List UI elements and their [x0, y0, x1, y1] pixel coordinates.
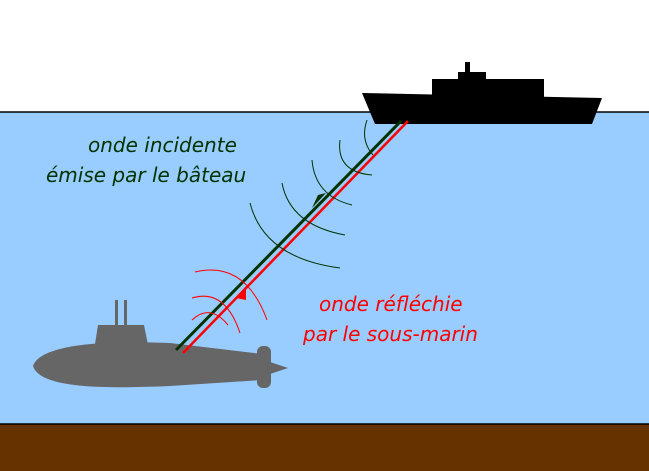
reflected-wave-label-line1: onde réfléchie	[319, 292, 463, 316]
reflected-ray	[182, 120, 409, 354]
ship	[362, 62, 602, 124]
seabed	[0, 424, 649, 471]
reflected-wavefront	[191, 312, 229, 326]
submarine-periscope-1	[115, 300, 118, 326]
submarine-rudder	[257, 346, 271, 388]
submarine-hull	[33, 342, 262, 388]
incident-direction-arrow	[312, 193, 326, 208]
submarine	[33, 300, 288, 388]
reflected-direction-arrow	[236, 286, 246, 300]
reflected-wavefronts	[191, 269, 268, 334]
incident-wavefront	[311, 159, 353, 206]
ship-bridge	[458, 72, 486, 82]
ship-mast	[465, 62, 470, 80]
incident-wavefronts	[249, 119, 374, 269]
incident-wave-label-line1: onde incidente	[88, 133, 237, 157]
ship-hull	[362, 93, 602, 124]
submarine-periscope-2	[124, 300, 127, 326]
incident-ray	[174, 119, 403, 352]
reflected-wavefront	[191, 295, 241, 334]
incident-wavefront	[364, 119, 374, 156]
incident-wavefront	[281, 182, 346, 236]
incident-wave-label-line2: émise par le bâteau	[46, 163, 247, 187]
submarine-propeller	[270, 362, 288, 374]
reflected-wave-label-line2: par le sous-marin	[303, 322, 478, 346]
ship-funnel	[518, 86, 540, 98]
incident-wavefront	[339, 139, 373, 176]
ship-deck-house	[432, 79, 544, 97]
incident-wavefront	[249, 202, 341, 269]
sky	[0, 0, 649, 112]
reflected-wavefront	[194, 269, 268, 321]
submarine-tower	[95, 325, 148, 345]
